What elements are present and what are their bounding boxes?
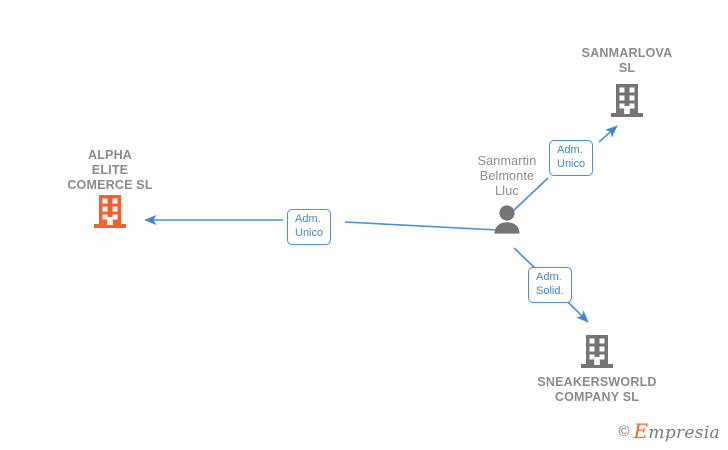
relation-tag-sanmarlova[interactable]: Adm. Unico	[549, 140, 594, 176]
relation-tag-sneakersworld[interactable]: Adm. Solid.	[528, 267, 572, 303]
edge-to-sanmarlova	[511, 125, 618, 213]
node-sanmarlova[interactable]: SANMARLOVA SL	[542, 46, 712, 118]
empresia-watermark: © Empresia	[618, 421, 720, 442]
brand-initial: E	[633, 419, 649, 443]
brand-rest: mpresia	[648, 423, 720, 443]
building-icon	[580, 333, 614, 369]
copyright-icon: ©	[618, 423, 630, 440]
person-icon	[492, 204, 522, 236]
edge-to-alpha-elite	[144, 214, 498, 231]
building-icon	[93, 193, 127, 229]
node-label-sanmarlova: SANMARLOVA SL	[581, 46, 673, 75]
node-label-person-sanmartin: Sanmartin Belmonte Lluc	[477, 154, 537, 198]
node-label-sneakersworld: SNEAKERSWORLD COMPANY SL	[537, 375, 657, 404]
node-person-sanmartin[interactable]: Sanmartin Belmonte Lluc	[422, 154, 592, 236]
node-alpha-elite[interactable]: ALPHA ELITE COMERCE SL	[25, 148, 195, 229]
building-icon	[610, 82, 644, 118]
relation-tag-alpha-elite[interactable]: Adm. Unico	[287, 209, 332, 245]
edge-to-sneakersworld	[513, 247, 589, 323]
node-sneakersworld[interactable]: SNEAKERSWORLD COMPANY SL	[512, 333, 682, 405]
brand-wordmark: Empresia	[634, 421, 721, 442]
node-label-alpha-elite: ALPHA ELITE COMERCE SL	[67, 148, 153, 192]
